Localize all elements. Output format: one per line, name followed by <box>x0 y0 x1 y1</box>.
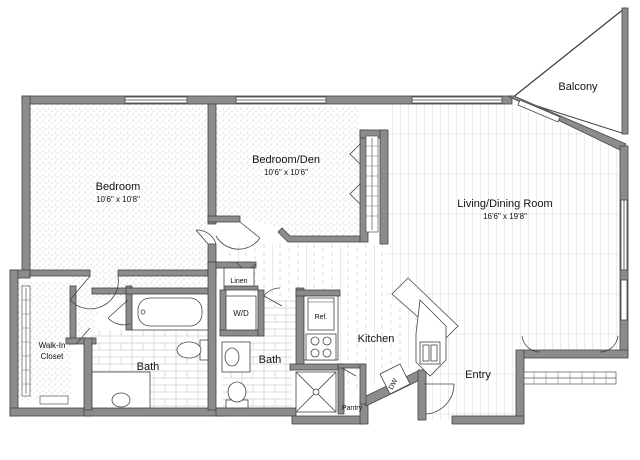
balcony-label: Balcony <box>558 81 598 93</box>
stove-icon <box>305 333 337 361</box>
living-label: Living/Dining Room <box>457 198 552 210</box>
living-size: 16'6" x 19'8" <box>483 212 527 221</box>
bath-main-label: Bath <box>137 361 160 373</box>
bedroom-size: 10'6" x 10'8" <box>96 195 140 204</box>
den-size: 10'6" x 10'6" <box>264 168 308 177</box>
balcony-side-wall <box>621 7 629 135</box>
hall-floor <box>222 244 386 300</box>
linen-label: Linen <box>230 278 247 285</box>
shower-icon <box>295 371 337 413</box>
dishwasher <box>379 363 411 395</box>
ref-label: Ref. <box>315 314 328 321</box>
linen-closet <box>223 267 255 287</box>
closet-hatch <box>22 145 607 385</box>
wd-label: W/D <box>233 309 249 318</box>
bathtub-icon <box>131 293 209 331</box>
bedroom-floor <box>30 104 208 272</box>
bath-second-label: Bath <box>259 354 282 366</box>
dw-label: DW <box>388 377 400 391</box>
den-floor <box>215 106 360 236</box>
entry-label: Entry <box>465 369 491 381</box>
kitchen-label: Kitchen <box>358 333 395 345</box>
pantry-label: Pantry <box>342 405 363 412</box>
interior-walls <box>29 103 389 415</box>
bedroom-label: Bedroom <box>96 181 141 193</box>
washer-dryer <box>225 295 257 331</box>
refrigerator <box>307 297 335 331</box>
toilet-2-icon <box>225 381 249 409</box>
windows <box>124 96 628 321</box>
bath-sink-icon <box>91 371 151 409</box>
kitchen-sink-icon <box>419 341 441 365</box>
entry-floor <box>420 360 520 420</box>
closet-label-line2: Closet <box>41 352 64 361</box>
toilet-icon <box>176 339 209 361</box>
bath-sink-2-icon <box>221 341 251 373</box>
balcony-rail <box>511 7 626 99</box>
closet-label-line1: Walk-In <box>39 341 66 350</box>
den-label: Bedroom/Den <box>252 154 320 166</box>
